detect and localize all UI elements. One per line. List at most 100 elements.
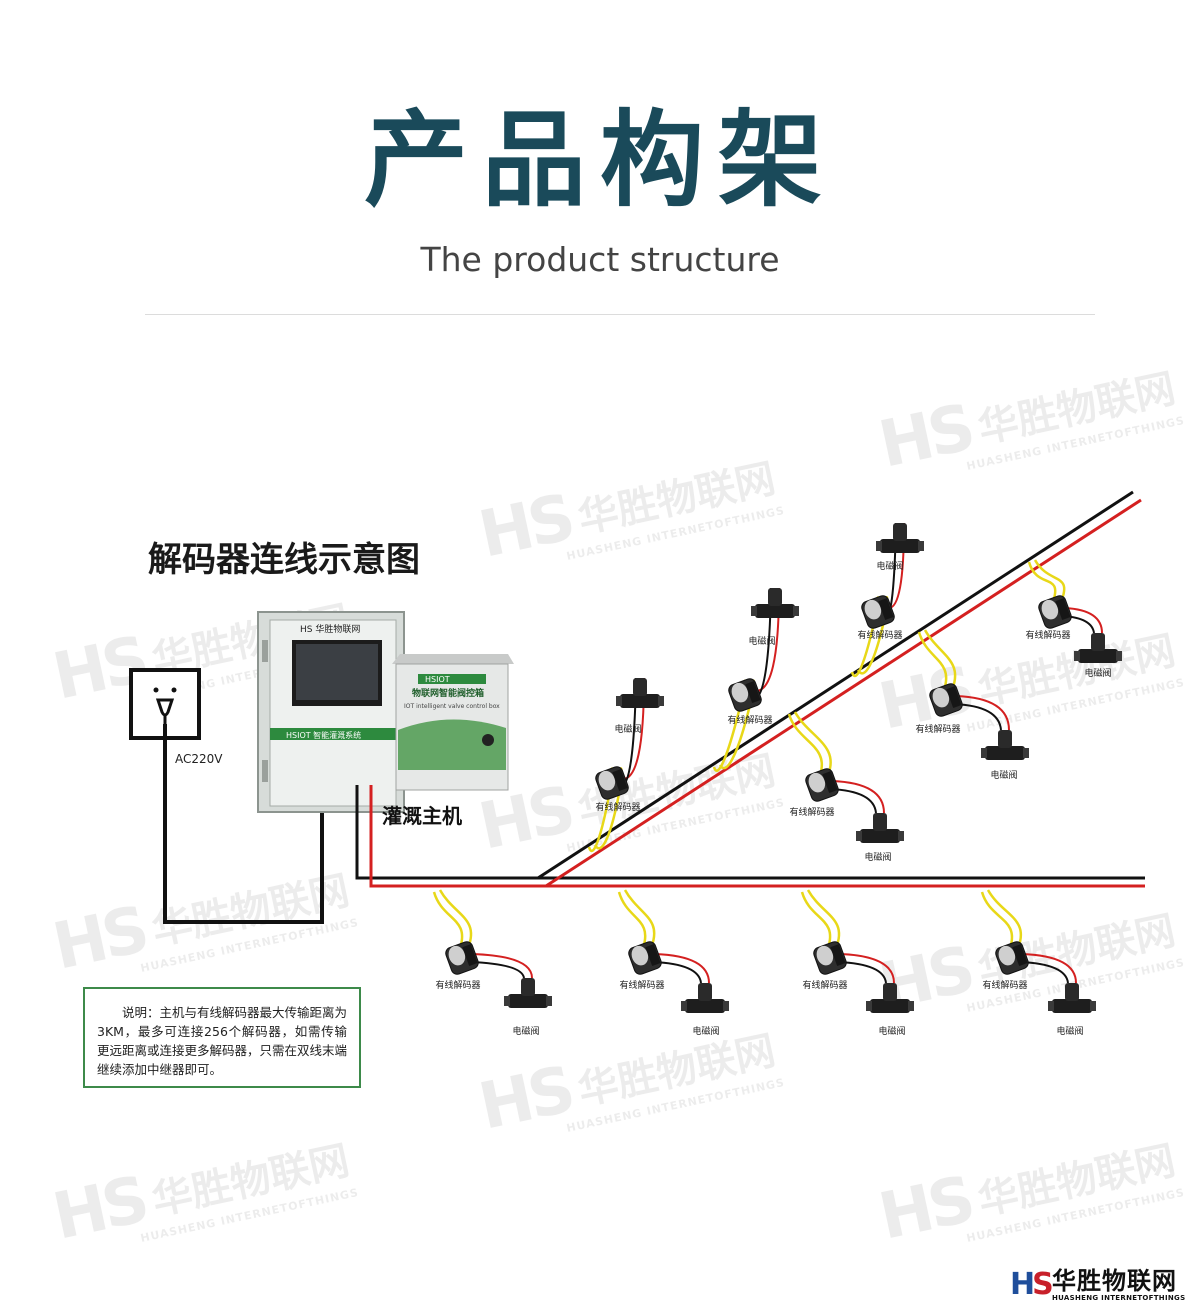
valve-port [856, 831, 862, 841]
box-subtitle: IOT intelligent valve control box [404, 703, 500, 710]
footer-logo-en: HUASHENG INTERNETOFTHINGS [1052, 1294, 1186, 1302]
valve-port [876, 541, 882, 551]
decoder-label: 有线解码器 [1025, 629, 1070, 641]
plug-icon [155, 698, 175, 717]
box-brand: HSIOT [425, 675, 450, 684]
solenoid-valve-icon [620, 694, 660, 708]
connector-wire-yellow [623, 889, 656, 949]
connector-wire-yellow [923, 629, 957, 691]
valve-solenoid [521, 978, 535, 996]
decoder-label: 有线解码器 [595, 801, 640, 813]
footer-logo: HS 华胜物联网 HUASHENG INTERNETOFTHINGS [1010, 1268, 1192, 1304]
footer-logo-cn: 华胜物联网 [1052, 1267, 1177, 1295]
valve-port [546, 996, 552, 1006]
connector-wire-yellow [980, 891, 1014, 949]
solenoid-valve-icon [685, 999, 725, 1013]
valve-port [918, 541, 924, 551]
decoder-label: 有线解码器 [619, 979, 664, 991]
valve-control-box: HSIOT 物联网智能阀控箱 IOT intelligent valve con… [392, 654, 514, 791]
valve-solenoid [1091, 633, 1105, 651]
valve-label: 电磁阀 [1084, 667, 1111, 679]
connector-wire-yellow [438, 889, 473, 949]
decoder-label: 有线解码器 [789, 806, 834, 818]
decoder-cap [864, 599, 882, 620]
connector-wire-yellow [806, 889, 841, 949]
valve-wire-red [1064, 607, 1103, 634]
valve-port [793, 606, 799, 616]
valve-port [723, 1001, 729, 1011]
valve-label: 电磁阀 [692, 1025, 719, 1037]
valve-port [1023, 748, 1029, 758]
box-title: 物联网智能阀控箱 [412, 687, 484, 699]
decoder-label: 有线解码器 [915, 723, 960, 735]
header-divider [145, 314, 1095, 315]
connector-wire-yellow [917, 631, 948, 691]
valve-port [1074, 651, 1080, 661]
valve-solenoid [633, 678, 647, 696]
page-subtitle: The product structure [420, 240, 780, 279]
valve-port [751, 606, 757, 616]
decoder-cap [816, 945, 834, 966]
valve-port [616, 696, 622, 706]
valve-wire-red [955, 695, 1010, 731]
decoder-label: 有线解码器 [857, 629, 902, 641]
bus-wire-red [369, 785, 1145, 888]
valve-wire-red [654, 953, 710, 984]
connector-wire-yellow [1027, 561, 1057, 603]
valve-port [898, 831, 904, 841]
valve-wire-red [1021, 953, 1077, 984]
valve-port [1048, 1001, 1054, 1011]
decoder-cap [1041, 599, 1059, 620]
valve-wire-red [831, 780, 885, 814]
valve-solenoid [883, 983, 897, 1001]
valve-port [681, 1001, 687, 1011]
valve-solenoid [873, 813, 887, 831]
valve-port [908, 1001, 914, 1011]
decoder-label: 有线解码器 [727, 714, 772, 726]
connector-wire-yellow [793, 711, 832, 776]
decoder-body [1012, 944, 1028, 967]
host-brand: HS 华胜物联网 [300, 623, 360, 635]
decoder-cap [598, 770, 616, 791]
decoder-body [612, 769, 628, 792]
solenoid-valve-icon [985, 746, 1025, 760]
valve-label: 电磁阀 [876, 560, 903, 572]
valve-solenoid [768, 588, 782, 606]
branch-wire-red [545, 498, 1142, 888]
branch-wire-black [537, 490, 1134, 880]
connector-wire-yellow [1033, 559, 1066, 603]
valve-port [504, 996, 510, 1006]
valve-port [1090, 1001, 1096, 1011]
decoder-cap [731, 682, 749, 703]
decoder-label: 有线解码器 [435, 979, 480, 991]
decoder-body [946, 686, 962, 709]
decoder-body [1055, 598, 1071, 621]
page-title: 产品构架 [363, 99, 836, 221]
host-panel-text: HSIOT 智能灌溉系统 [286, 730, 361, 740]
connector-wire-yellow [986, 889, 1023, 949]
solenoid-valve-icon [860, 829, 900, 843]
decoder-body [645, 944, 661, 967]
socket-hole [153, 687, 159, 693]
diagram-title: 解码器连线示意图 [148, 540, 420, 580]
solenoid-valve-icon [1052, 999, 1092, 1013]
power-cable [163, 724, 324, 924]
decoder-body [462, 944, 478, 967]
solenoid-valve-icon [755, 604, 795, 618]
valve-wire-red [839, 953, 895, 984]
decoder-label: 有线解码器 [802, 979, 847, 991]
valve-port [981, 748, 987, 758]
valve-solenoid [998, 730, 1012, 748]
irrigation-host: HS 华胜物联网 HSIOT 智能灌溉系统 [257, 611, 405, 813]
valve-label: 电磁阀 [614, 723, 641, 735]
valve-port [866, 1001, 872, 1011]
logo-mark-icon: HS [1010, 1267, 1054, 1302]
decoder-body [822, 771, 838, 794]
decoder-cap [448, 945, 466, 966]
connector-wire-yellow [787, 713, 824, 776]
decoder-cap [998, 945, 1016, 966]
valve-label: 电磁阀 [878, 1025, 905, 1037]
valve-label: 电磁阀 [1056, 1025, 1083, 1037]
valve-label: 电磁阀 [990, 769, 1017, 781]
